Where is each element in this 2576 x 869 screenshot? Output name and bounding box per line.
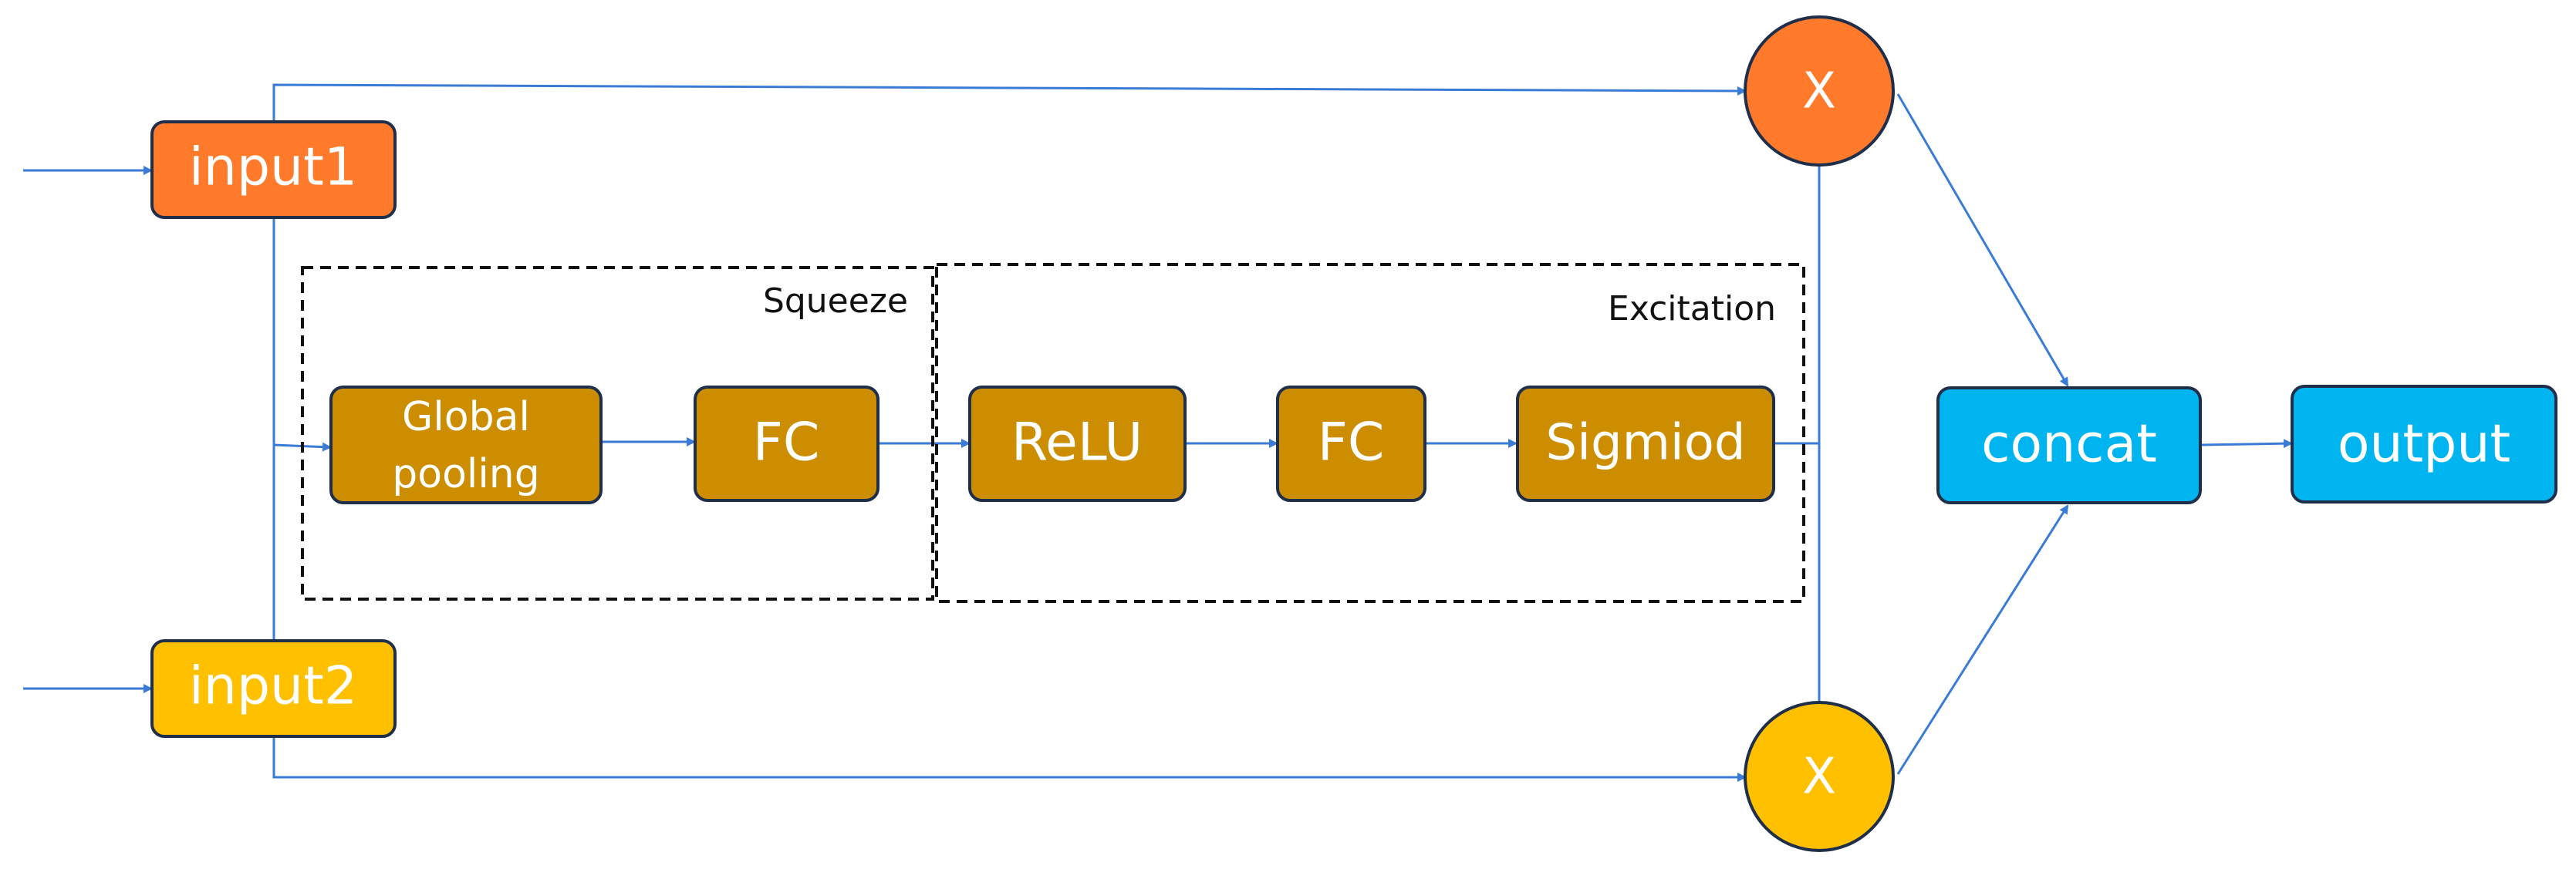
global-pooling-node: Global pooling	[329, 386, 603, 504]
multiply-top-node: X	[1744, 15, 1895, 167]
squeeze-label: Squeeze	[763, 281, 908, 321]
output-node: output	[2291, 385, 2557, 504]
multiply-bottom-label: X	[1802, 749, 1836, 806]
arrow-multiply-bottom-to-concat	[1896, 504, 2069, 775]
input1-node: input1	[150, 120, 397, 219]
excitation-group-box	[935, 263, 1805, 603]
multiply-bottom-node: X	[1744, 701, 1895, 852]
fc1-label: FC	[753, 413, 820, 473]
concat-label: concat	[1981, 414, 2157, 475]
relu-label: ReLU	[1011, 413, 1143, 473]
concat-node: concat	[1936, 386, 2202, 504]
multiply-top-label: X	[1802, 63, 1836, 120]
input2-node: input2	[150, 639, 397, 738]
arrow-input2-to-multiply-bottom	[272, 735, 1747, 782]
fc1-node: FC	[694, 386, 879, 502]
fc2-label: FC	[1318, 413, 1385, 473]
sigmoid-node: Sigmiod	[1516, 386, 1775, 502]
sigmoid-label: Sigmiod	[1546, 415, 1746, 472]
connectors	[23, 83, 2293, 782]
arrow-concat-to-output	[2200, 439, 2293, 449]
arrow-input1-to-multiply-top	[272, 83, 1747, 121]
relu-node: ReLU	[968, 386, 1187, 502]
global-pooling-label-line2: pooling	[392, 451, 540, 497]
input2-label: input2	[189, 656, 357, 717]
squeeze-group-box	[301, 266, 934, 601]
output-label: output	[2338, 414, 2510, 475]
excitation-label: Excitation	[1608, 289, 1776, 328]
global-pooling-label-line1: Global	[402, 394, 530, 440]
fc2-node: FC	[1276, 386, 1426, 502]
input1-label: input1	[189, 137, 357, 198]
arrow-multiply-top-to-concat	[1896, 93, 2069, 387]
